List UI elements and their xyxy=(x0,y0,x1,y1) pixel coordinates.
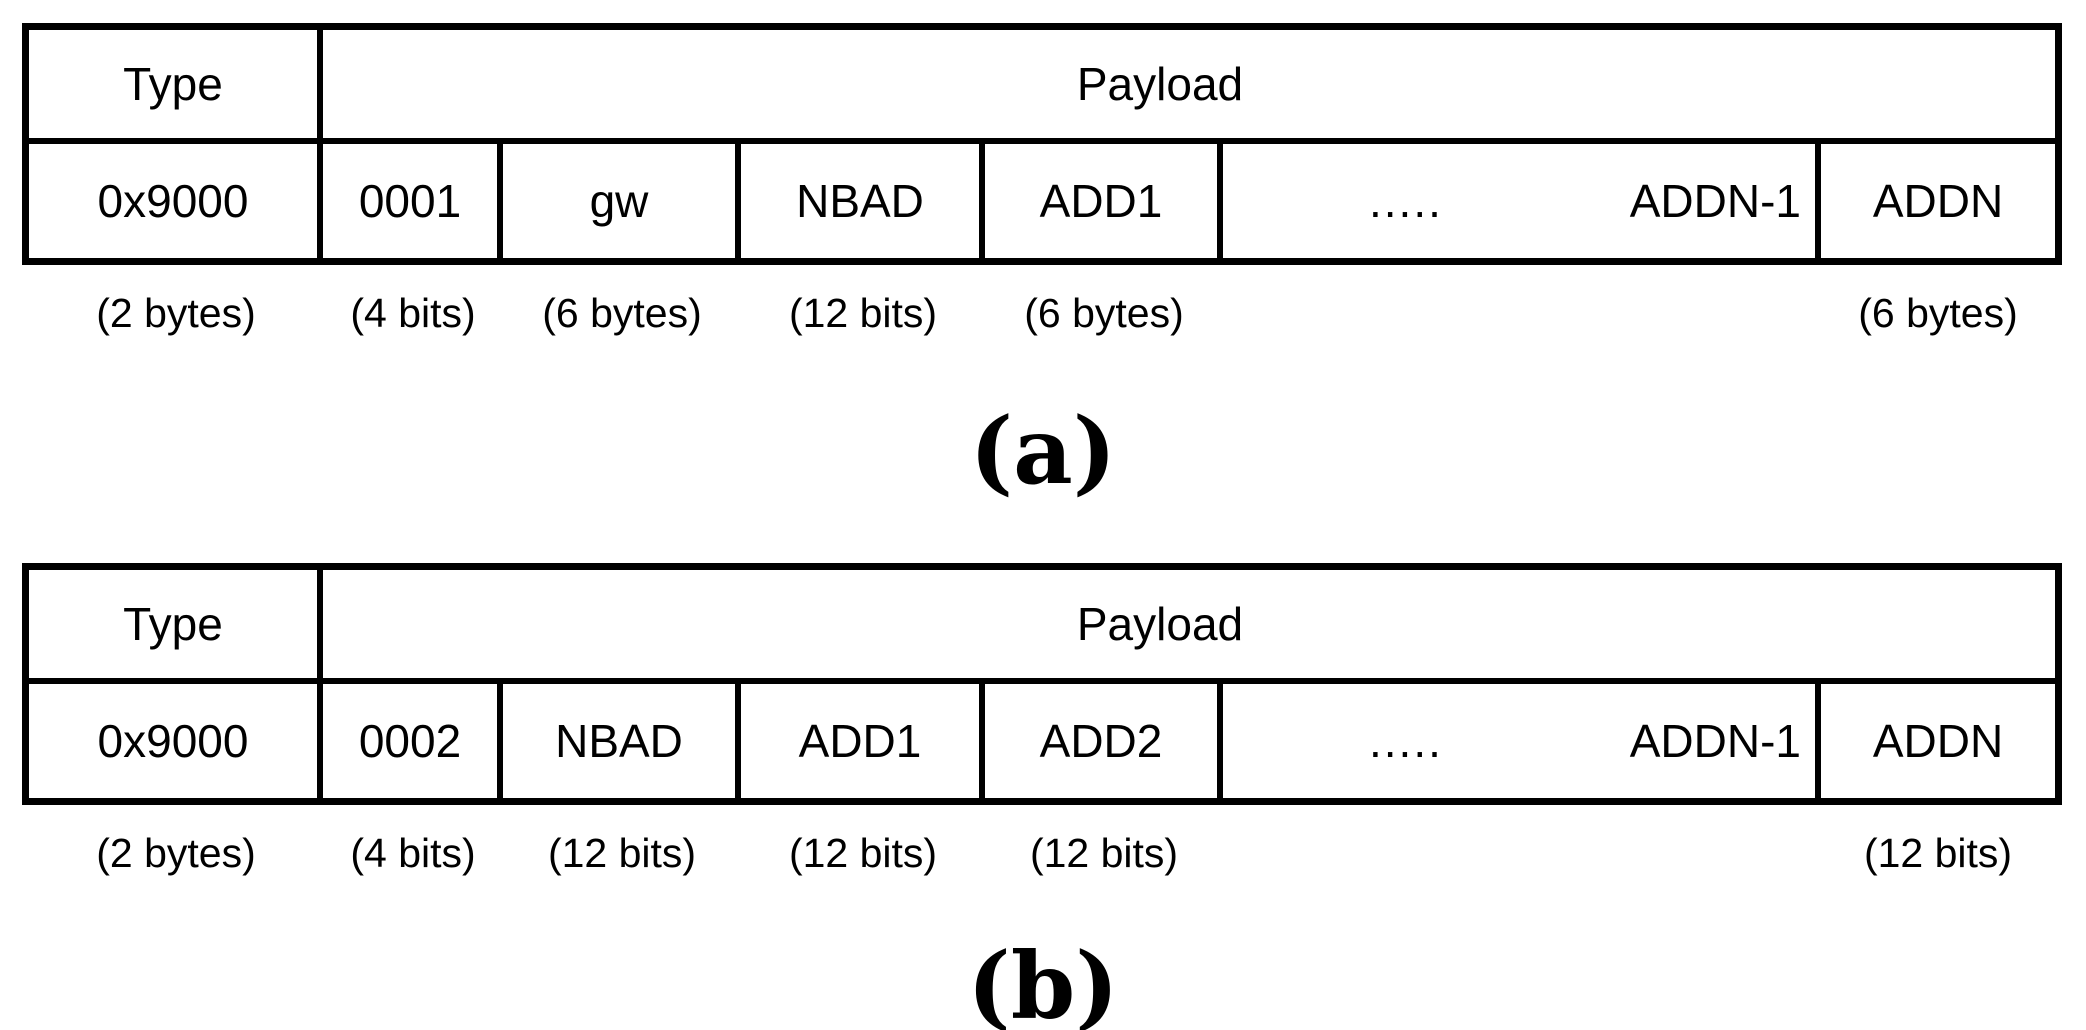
size-label: (12 bits) xyxy=(547,829,697,876)
caption-a: (a) xyxy=(969,397,1117,505)
ellipsis-dots: ..... xyxy=(1369,175,1443,227)
field-value: 0002 xyxy=(358,715,462,767)
field-value: NBAD xyxy=(555,715,683,767)
size-label: (6 bytes) xyxy=(542,289,702,336)
field-cell-addn-1: ..... ADDN-1 xyxy=(1223,684,1821,798)
type-header-cell: Type xyxy=(29,30,323,144)
size-label: (12 bits) xyxy=(788,289,938,336)
size-annotations-a: (2 bytes) (4 bits) (6 bytes) (12 bits) (… xyxy=(29,285,2055,341)
field-cell-nbad: NBAD xyxy=(741,144,985,258)
field-cell-gw: gw xyxy=(503,144,741,258)
size-label xyxy=(1223,825,1821,881)
field-cell-nbad: NBAD xyxy=(503,684,741,798)
ellipsis-dots: ..... xyxy=(1369,715,1443,767)
field-cell-addn-1: ..... ADDN-1 xyxy=(1223,144,1821,258)
frame-table-b: Type Payload 0x9000 0002 NBAD ADD1 ADD2 … xyxy=(22,563,2062,805)
field-value: gw xyxy=(589,175,649,227)
size-label: (4 bits) xyxy=(350,829,476,876)
field-value: 0x9000 xyxy=(97,175,249,227)
field-value: NBAD xyxy=(796,175,924,227)
field-value: ADD2 xyxy=(1039,715,1163,767)
field-value: 0x9000 xyxy=(97,715,249,767)
field-cell-addn: ADDN xyxy=(1821,144,2055,258)
field-cell-add1: ADD1 xyxy=(985,144,1223,258)
field-cell-add2: ADD2 xyxy=(985,684,1223,798)
size-label xyxy=(1223,285,1821,341)
payload-header-label: Payload xyxy=(1076,598,1244,650)
frame-table-a: Type Payload 0x9000 0001 gw NBAD ADD1 ..… xyxy=(22,23,2062,265)
field-value: ADD1 xyxy=(1039,175,1163,227)
field-cell-version: 0001 xyxy=(323,144,503,258)
size-label: (2 bytes) xyxy=(96,829,256,876)
size-label: (2 bytes) xyxy=(96,289,256,336)
field-value: ADD1 xyxy=(798,715,922,767)
size-label: (6 bytes) xyxy=(1024,289,1184,336)
payload-header-cell: Payload xyxy=(323,570,2055,684)
field-value: ADDN xyxy=(1872,715,2004,767)
type-header-label: Type xyxy=(123,598,223,650)
payload-header-cell: Payload xyxy=(323,30,2055,144)
field-value: ADDN-1 xyxy=(1629,715,1801,767)
size-label: (12 bits) xyxy=(1029,829,1179,876)
size-label: (6 bytes) xyxy=(1858,289,2018,336)
field-cell-type-value: 0x9000 xyxy=(29,144,323,258)
field-value: ADDN-1 xyxy=(1629,175,1801,227)
size-label: (12 bits) xyxy=(788,829,938,876)
field-cell-version: 0002 xyxy=(323,684,503,798)
size-label: (4 bits) xyxy=(350,289,476,336)
type-header-cell: Type xyxy=(29,570,323,684)
type-header-label: Type xyxy=(123,58,223,110)
field-cell-add1: ADD1 xyxy=(741,684,985,798)
field-cell-addn: ADDN xyxy=(1821,684,2055,798)
field-cell-type-value: 0x9000 xyxy=(29,684,323,798)
field-value: 0001 xyxy=(358,175,462,227)
payload-header-label: Payload xyxy=(1076,58,1244,110)
size-annotations-b: (2 bytes) (4 bits) (12 bits) (12 bits) (… xyxy=(29,825,2055,881)
size-label: (12 bits) xyxy=(1863,829,2013,876)
field-value: ADDN xyxy=(1872,175,2004,227)
caption-b: (b) xyxy=(967,932,1119,1030)
